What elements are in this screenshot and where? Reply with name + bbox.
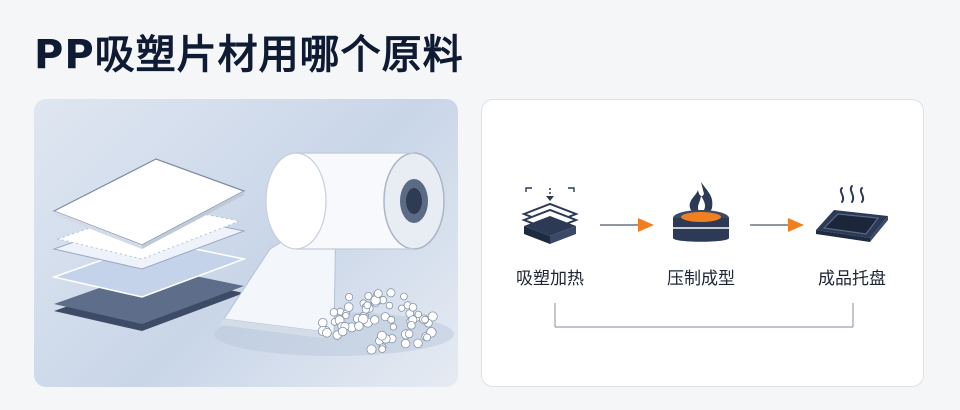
stacked-sheets-icon	[51, 158, 247, 331]
pellet	[407, 321, 416, 330]
pellet	[318, 317, 328, 328]
pellet	[398, 304, 406, 312]
pellet	[385, 301, 394, 310]
pellet	[342, 311, 350, 320]
pellet	[421, 315, 429, 324]
pellet	[329, 308, 339, 317]
pellet	[343, 302, 354, 312]
step-label-tray: 成品托盘	[818, 269, 886, 289]
pellet	[376, 330, 387, 341]
pellet	[358, 313, 369, 325]
pellet	[413, 338, 423, 349]
pellet	[422, 333, 431, 342]
heating-press-icon	[521, 187, 579, 244]
pp-pellets-icon	[317, 288, 438, 355]
pellet	[414, 310, 422, 319]
pellet	[338, 326, 348, 337]
pellet	[322, 328, 332, 338]
arrow-right-icon	[600, 218, 654, 232]
process-bracket-line	[554, 303, 854, 328]
pellet	[389, 323, 397, 331]
arrow-right-icon	[750, 218, 804, 232]
pellet	[366, 344, 377, 355]
pellet	[404, 329, 414, 339]
material-illustration-panel	[34, 99, 458, 387]
step-label-forming: 压制成型	[667, 269, 735, 289]
pellet	[386, 288, 396, 298]
pellet	[373, 289, 383, 298]
step-label-heating: 吸塑加热	[516, 269, 584, 289]
pp-sheet-roll-illustration	[51, 152, 454, 356]
pellet	[400, 338, 411, 349]
plastic-roll-icon	[265, 152, 445, 250]
pellet	[363, 301, 372, 310]
process-flow-panel: 吸塑加热 压制成型 成品托盘	[481, 99, 924, 387]
pellet	[408, 303, 418, 312]
page-title: PP吸塑片材用哪个原料	[34, 32, 464, 78]
pellet	[427, 311, 438, 322]
pellet	[370, 315, 380, 325]
pellet	[345, 293, 354, 302]
finished-tray-icon	[816, 185, 888, 242]
pellet	[400, 292, 408, 301]
flame-mold-icon	[673, 182, 729, 242]
pellet	[354, 321, 364, 331]
pellet	[364, 291, 373, 300]
pellet	[378, 345, 387, 353]
pellet	[387, 315, 396, 324]
